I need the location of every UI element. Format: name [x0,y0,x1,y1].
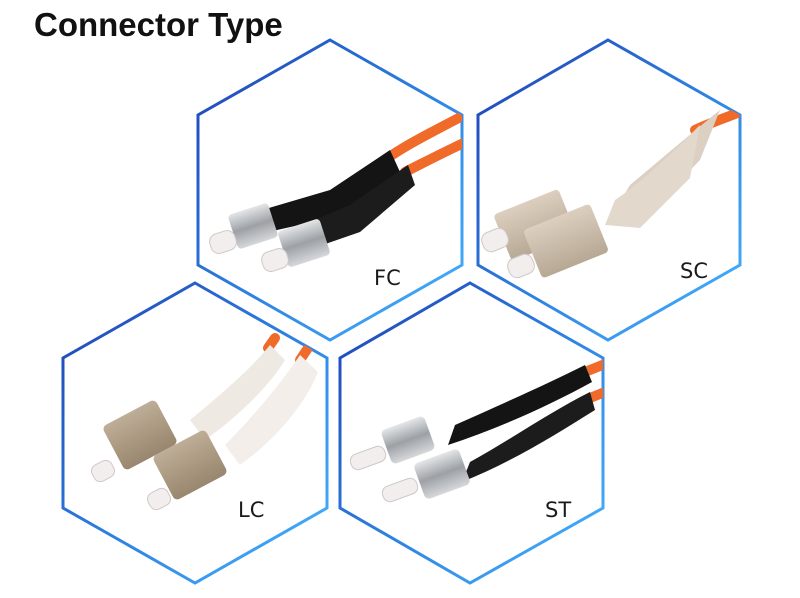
lc-connector-illustration [91,333,318,511]
lc-panel: LC [61,281,329,585]
st-label: ST [545,498,571,522]
lc-hexagon-frame [61,281,329,585]
sc-label: SC [680,259,708,283]
lc-label: LC [238,498,264,522]
st-panel: ST [338,281,605,585]
sc-panel: SC [476,38,742,342]
fc-connector-illustration [209,107,462,272]
sc-connector-illustration [481,105,740,279]
sc-hexagon-frame [476,38,742,342]
page-title: Connector Type [34,6,283,43]
fc-label: FC [374,266,401,290]
st-connector-illustration [349,357,603,503]
fc-panel: FC [196,38,464,342]
